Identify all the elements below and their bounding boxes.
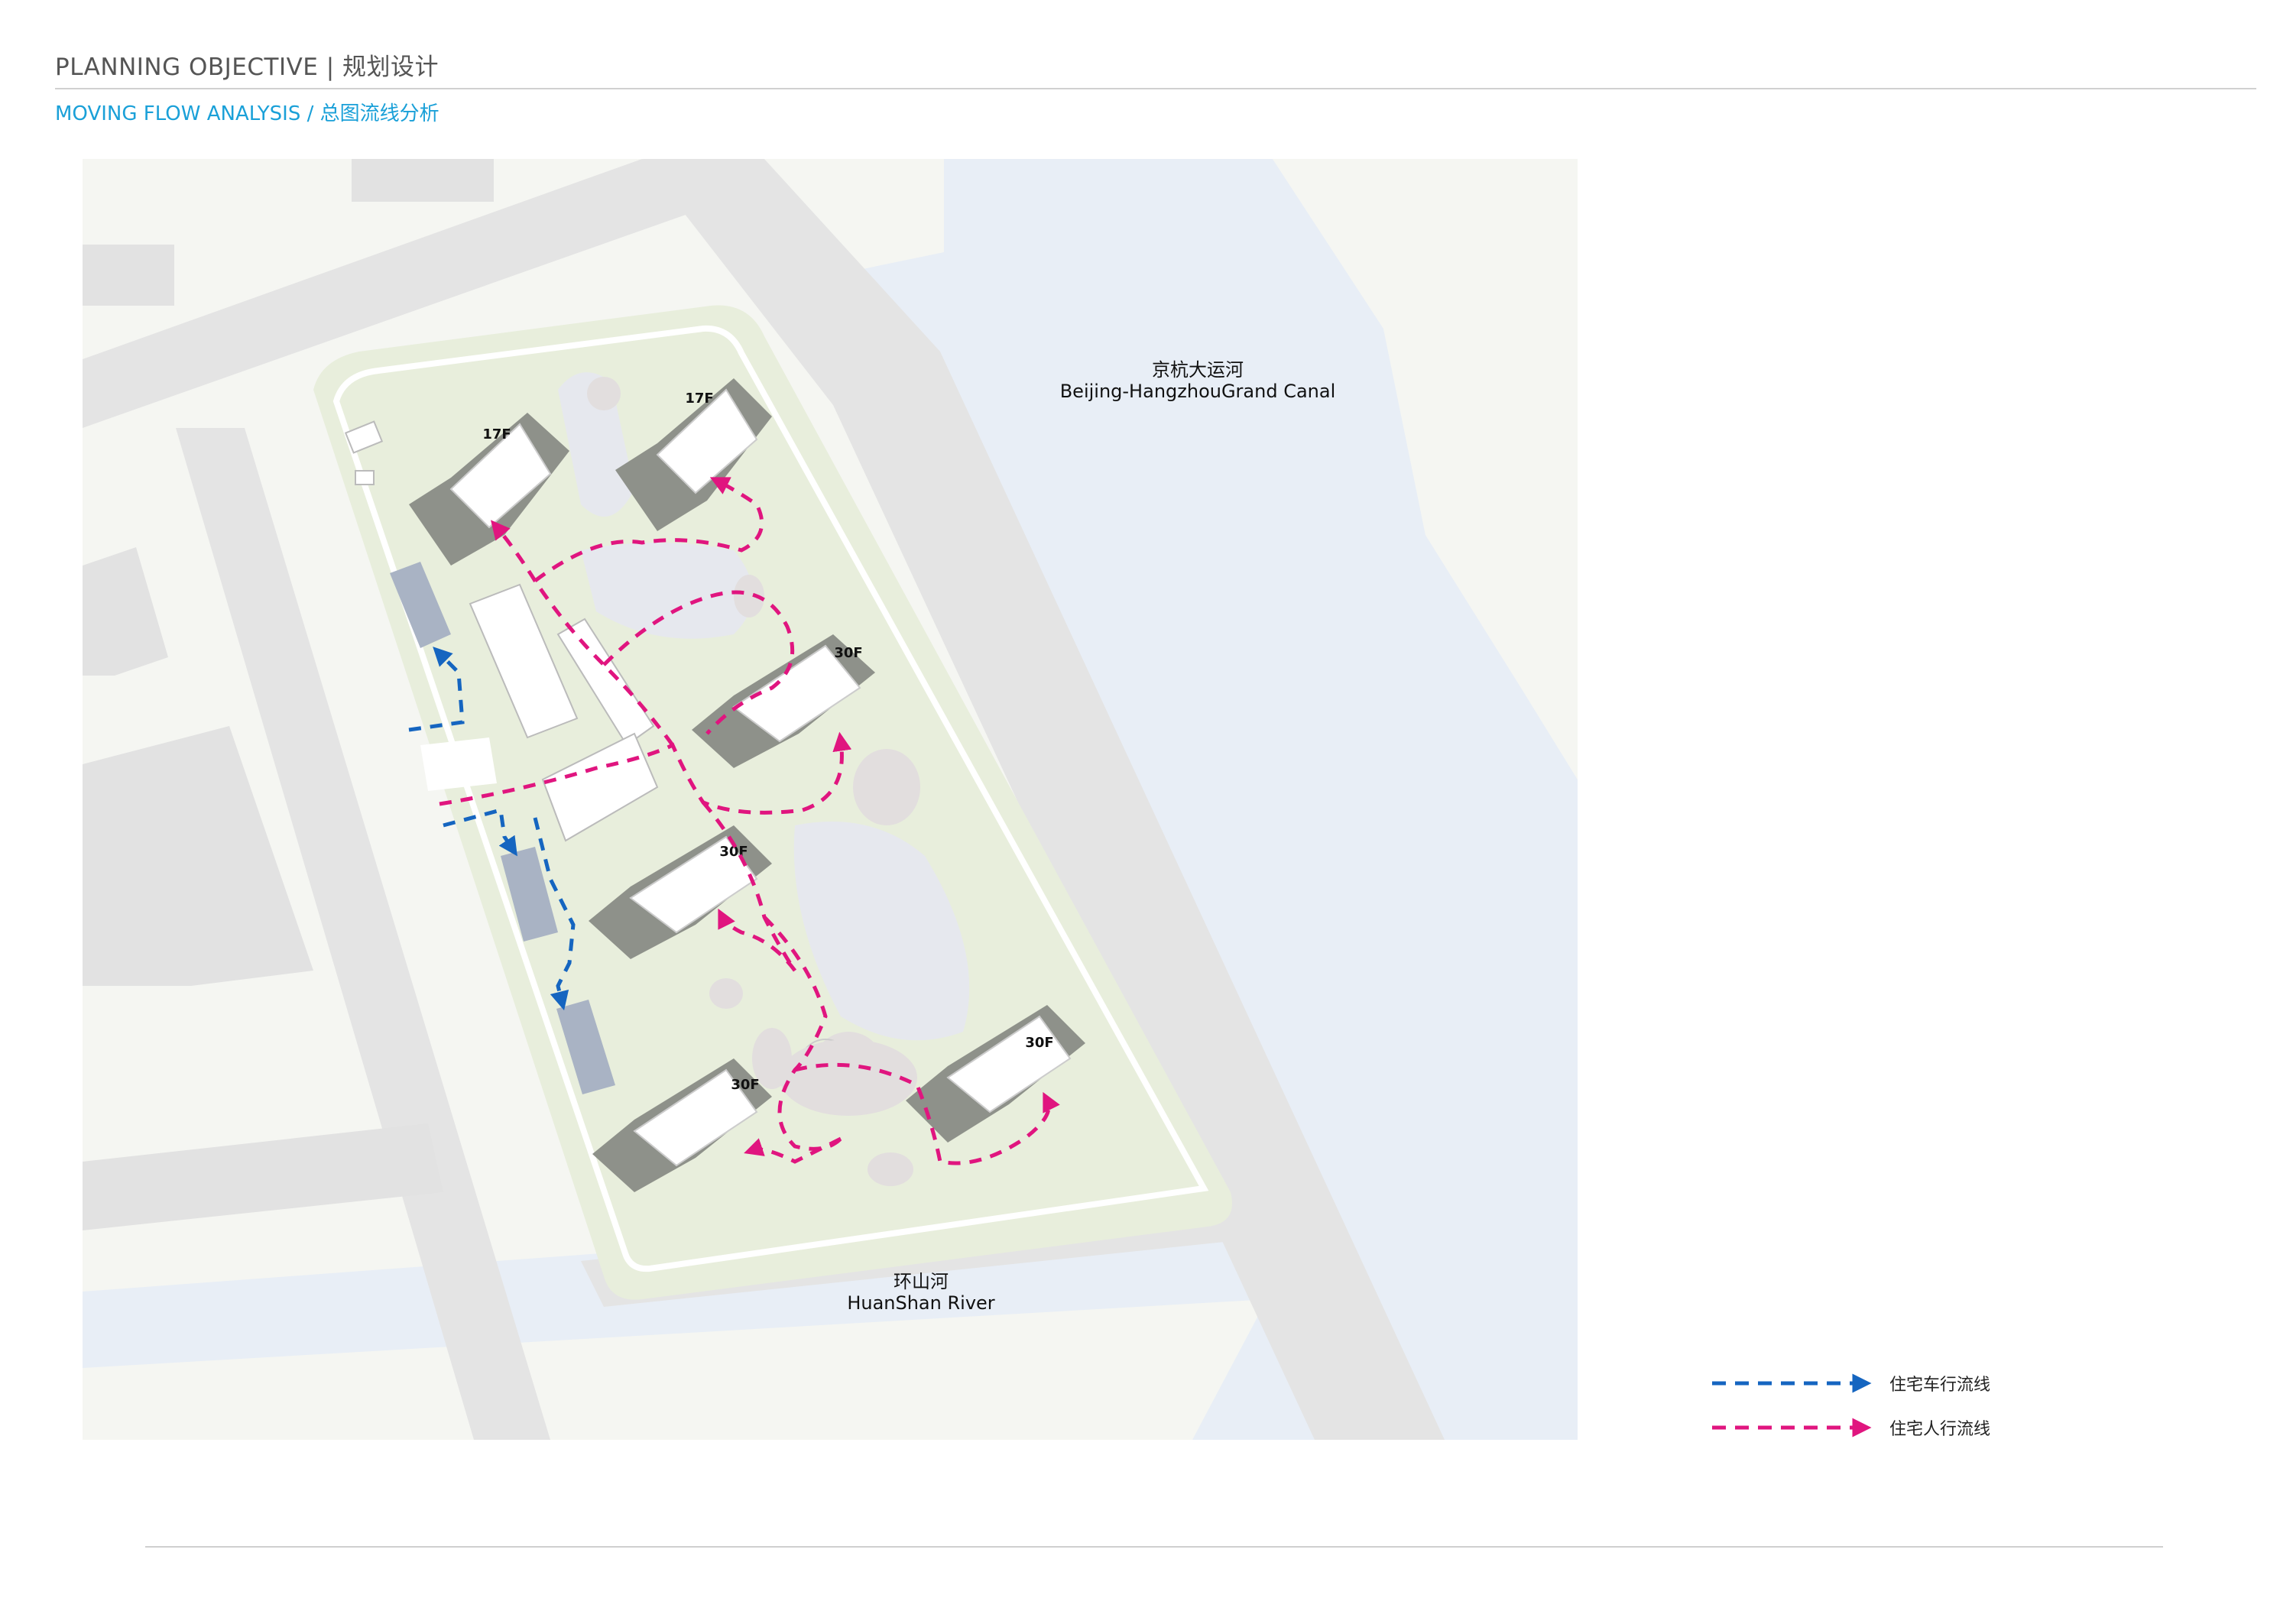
building-2: 17F [615, 378, 772, 531]
plaza-1 [853, 749, 920, 825]
block-nw [83, 245, 174, 306]
pond-2 [581, 543, 753, 639]
legend-pedestrian: 住宅人行流线 [1709, 1412, 2030, 1443]
canal-water [871, 159, 1578, 1440]
plaza-6 [734, 575, 764, 618]
legend-vehicle-line [1712, 1373, 1872, 1393]
block-w3 [83, 1123, 443, 1230]
header-divider [55, 88, 2256, 89]
parking-3 [556, 1000, 615, 1094]
river-label-en: HuanShan River [847, 1292, 994, 1314]
road-west [176, 428, 550, 1440]
floor-label: 17F [482, 426, 511, 442]
parking-1 [390, 562, 451, 648]
clubhouse-b [556, 618, 655, 747]
plaza-8 [709, 978, 743, 1009]
legend-vehicle: 住宅车行流线 [1709, 1368, 2030, 1399]
footer-divider [145, 1546, 2163, 1548]
road-north-west [83, 159, 688, 428]
plaza-4 [780, 1039, 917, 1116]
building-6: 30F [592, 1058, 772, 1192]
block-w2 [83, 726, 313, 986]
main-road-east [642, 159, 1445, 1440]
guard-house [344, 420, 384, 454]
plaza-5 [868, 1152, 913, 1186]
parking-drop-off [420, 737, 497, 791]
page-subtitle: MOVING FLOW ANALYSIS / 总图流线分析 [55, 102, 439, 125]
plaza-7 [587, 377, 621, 410]
kiosk [355, 470, 375, 485]
floor-label: 30F [731, 1077, 759, 1093]
building-3: 30F [692, 634, 875, 768]
vehicle-flow [408, 647, 576, 1011]
pedestrian-flow [439, 477, 1060, 1165]
canal-label-en: Beijing-HangzhouGrand Canal [1060, 381, 1336, 402]
canal-label-cn: 京杭大运河 [1152, 359, 1244, 381]
block-north [352, 159, 494, 202]
building-5: 30F [906, 1005, 1085, 1143]
pond-3 [793, 822, 970, 1041]
east-bank [1273, 159, 1578, 780]
clubhouse-a [469, 583, 579, 739]
pond-1 [558, 372, 634, 517]
legend-pedestrian-label: 住宅人行流线 [1889, 1420, 1991, 1439]
legend-pedestrian-line [1712, 1418, 1872, 1438]
floor-label: 30F [834, 645, 862, 661]
block-w1 [83, 547, 168, 676]
building-1: 17F [409, 413, 569, 566]
site-ring-road [332, 325, 1209, 1272]
building-4: 30F [589, 825, 772, 959]
parking-2 [501, 847, 558, 942]
river-label-cn: 环山河 [894, 1271, 949, 1292]
page-title: PLANNING OBJECTIVE | 规划设计 [55, 53, 439, 81]
floor-label: 17F [685, 391, 713, 407]
floor-label: 30F [1025, 1035, 1053, 1051]
legend-vehicle-label: 住宅车行流线 [1889, 1376, 1991, 1395]
